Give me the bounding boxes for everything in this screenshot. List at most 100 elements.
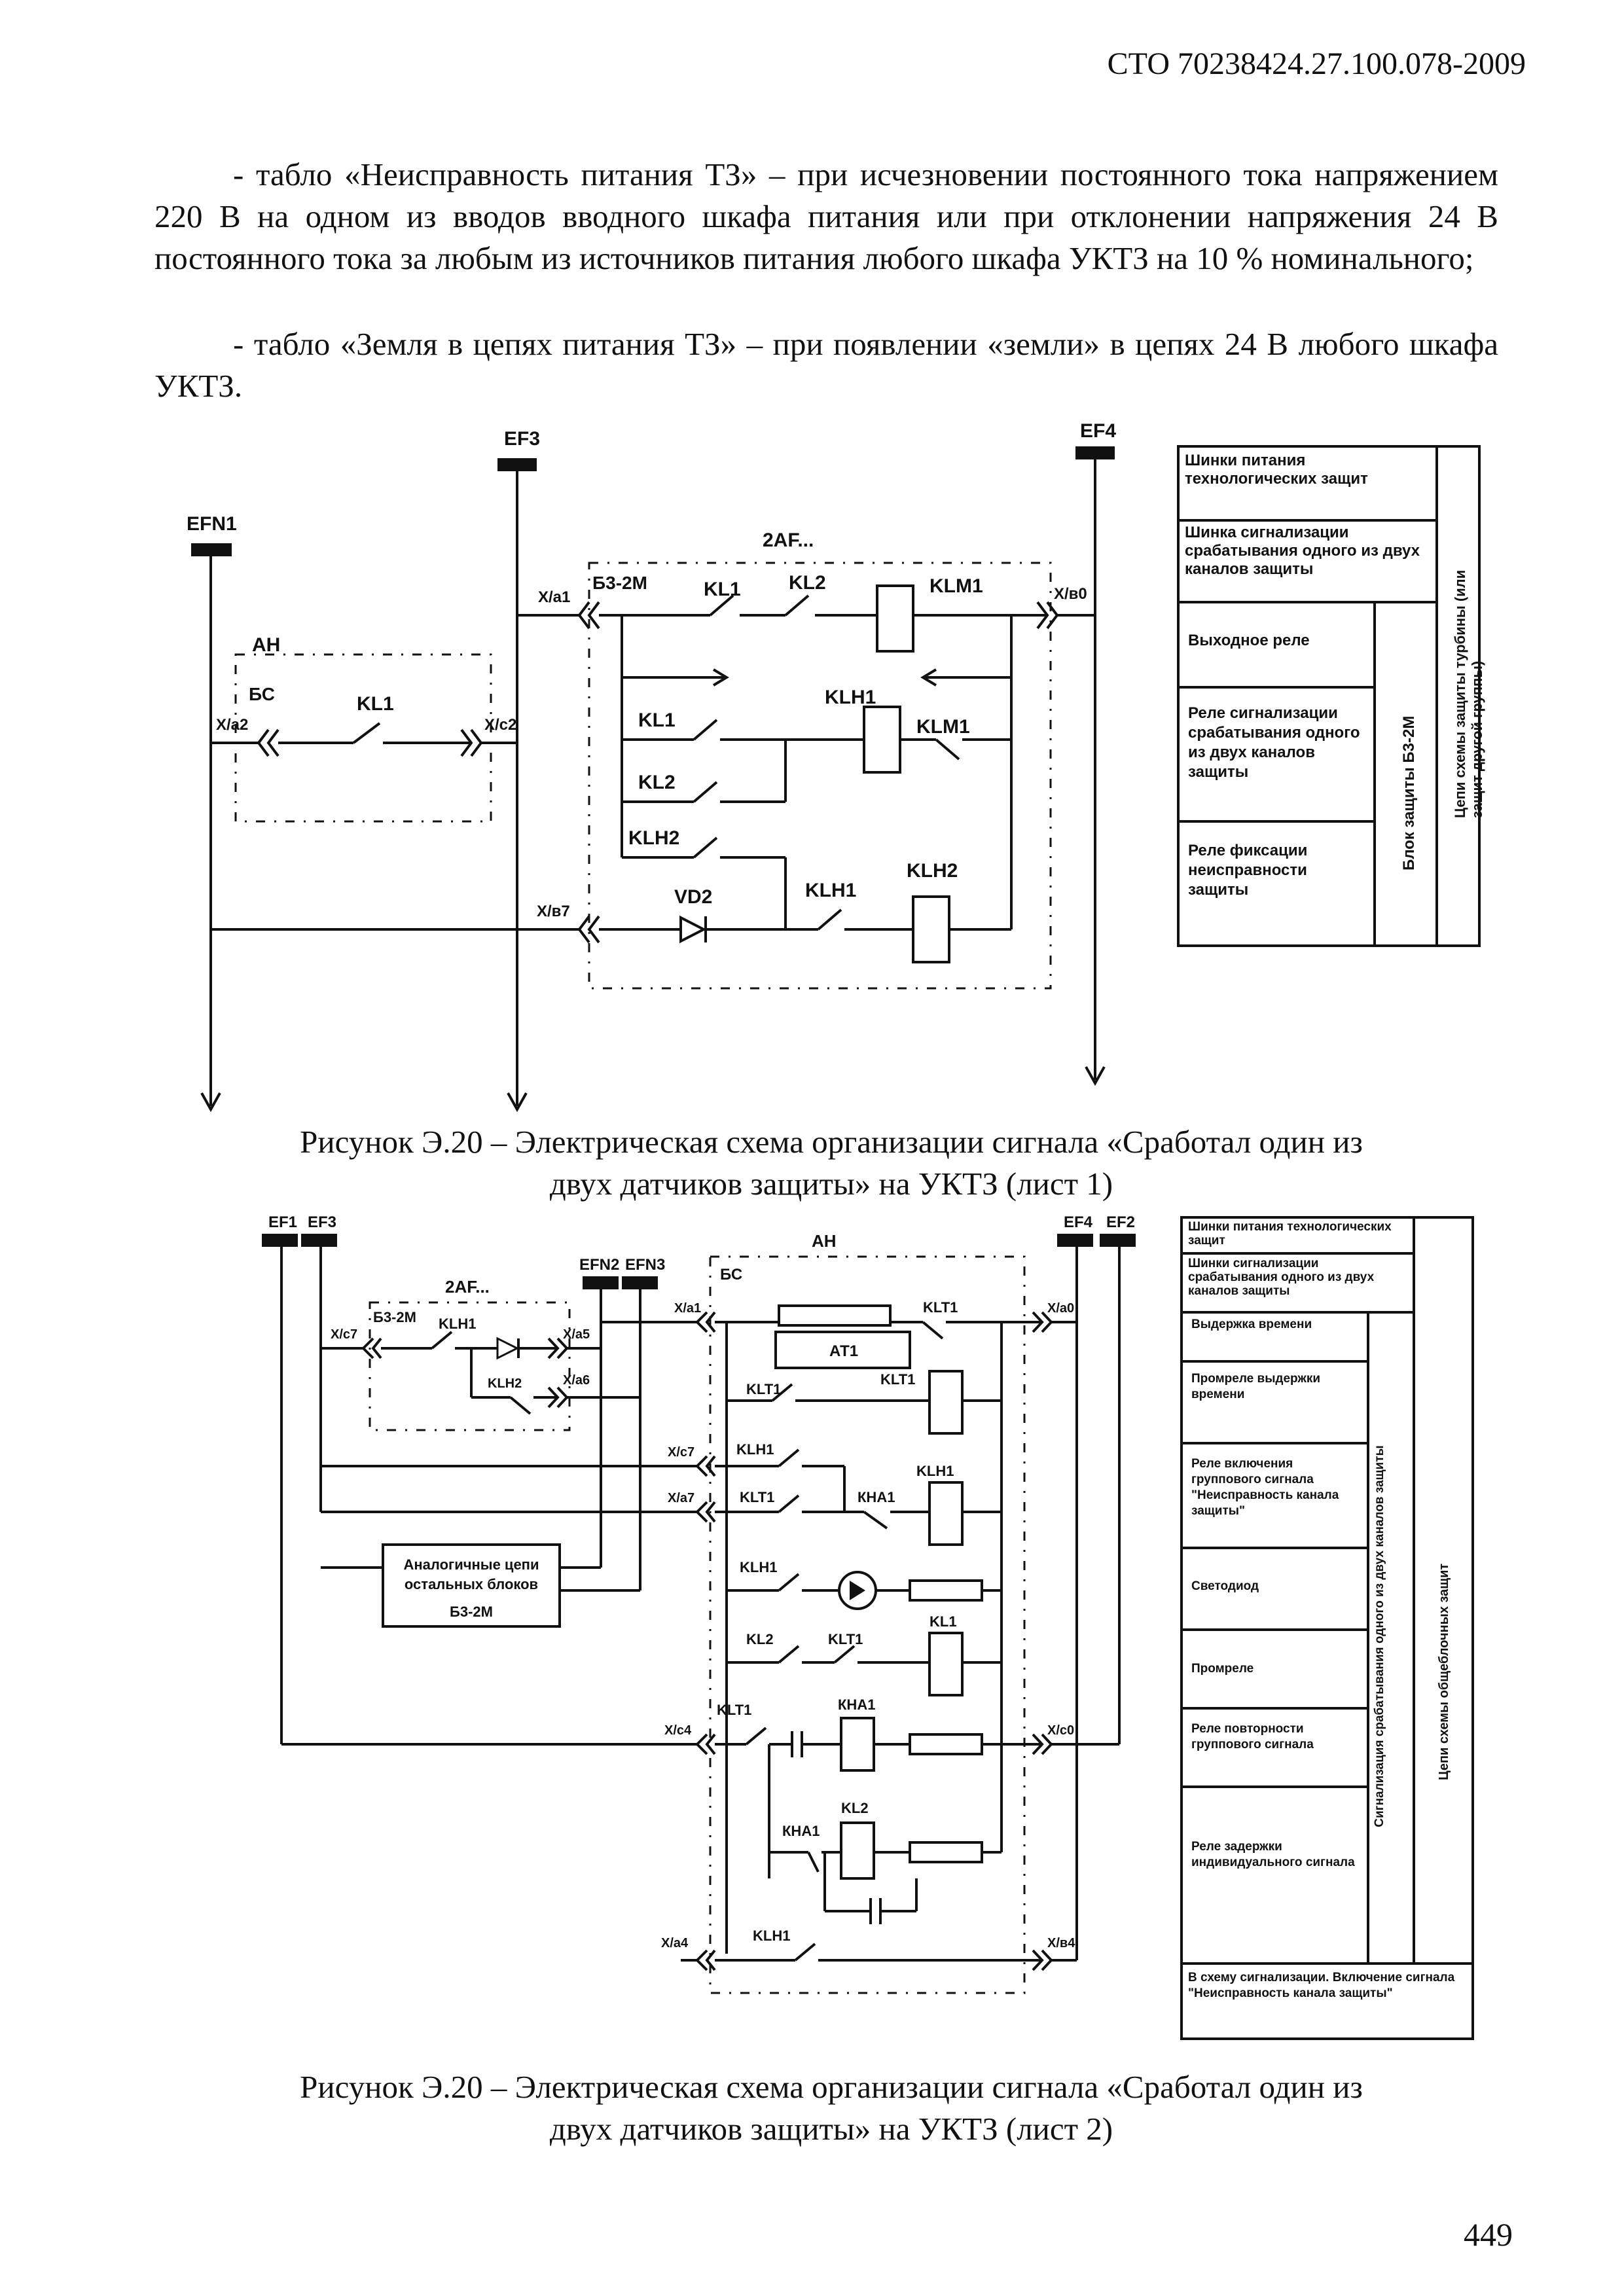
xa5-label: Х/а5 [563,1327,590,1342]
klt1-label-2b: KLT1 [746,1381,781,1397]
klh1-label-a: KLH1 [825,687,876,708]
xa1-label-2: Х/а1 [674,1301,701,1316]
bs-label-2: БС [720,1266,742,1283]
af-label: 2AF... [763,529,814,551]
xa2-label: Х/а2 [216,716,248,734]
kl1-label-b: KL1 [704,579,741,600]
xa1-label: Х/а1 [538,588,570,606]
kl2-label-a: KL2 [789,572,826,594]
kl1-label-c: KL1 [638,709,676,731]
figure-1-caption-line-1: Рисунок Э.20 – Электрическая схема орган… [300,1124,1363,1160]
klh2-label-2: KLH2 [488,1376,522,1391]
xc7-label-2: Х/с7 [668,1445,695,1460]
legend2-row-1: Шинки питания технологических защит [1188,1220,1392,1247]
legend2-col-2: Цепи схемы общеблочных защит [1437,1564,1451,1780]
paragraph-2: - табло «Земля в цепях питания ТЗ» – при… [154,323,1498,407]
paragraph-1: - табло «Неисправность питания ТЗ» – при… [154,154,1498,279]
xe7-label: Х/в7 [537,903,570,920]
xc7-label: Х/с7 [331,1327,357,1342]
legend1-row-1: Шинки питания технологических защит [1185,452,1368,488]
analog-line-1: Аналогичные цепи [404,1556,539,1573]
klh2-label-a: KLH2 [628,827,679,849]
ef3-label: EF3 [504,428,540,450]
legend2-row-9: Реле задержки индивидуального сигнала [1191,1840,1355,1869]
figure-1-caption-line-2: двух датчиков защиты» на УКТЗ (лист 1) [549,1166,1113,1202]
xa0-label-2: Х/а0 [1047,1301,1074,1316]
klt1-label-2f: KLT1 [717,1702,751,1718]
xa6-label: Х/а6 [563,1373,590,1388]
legend1-row-4: Реле сигнализации срабатывания одного из… [1188,704,1360,781]
legend1-col-1: Блок защиты Б3-2М [1400,716,1418,870]
ah-label-2: АН [812,1231,837,1251]
legend1-col-2: Цепи схемы защиты турбины (или защит дру… [1452,569,1485,818]
kl1-label-a: KL1 [357,693,394,715]
af-label-2: 2AF... [445,1277,490,1297]
klm1-label-b: KLM1 [916,716,970,738]
ef1-label: EF1 [268,1213,297,1231]
legend2-row-5: Реле включения группового сигнала "Неисп… [1191,1457,1339,1518]
figure-2-caption-line-2: двух датчиков защиты» на УКТЗ (лист 2) [549,2111,1113,2147]
legend2-row-6: Светодиод [1191,1579,1259,1593]
ef4-label-2: EF4 [1064,1213,1093,1231]
legend1-row-5: Реле фиксации неисправности защиты [1188,842,1308,899]
kl2-label-2a: KL2 [746,1631,774,1647]
analog-line-3: Б3-2М [450,1604,493,1620]
xc2-label: Х/с2 [484,716,516,734]
legend2-row-10: В схему сигнализации. Включение сигнала … [1188,1971,1455,2000]
paragraph-1-text: - табло «Неисправность питания ТЗ» – при… [154,156,1498,276]
legend1-row-2: Шинка сигнализации срабатывания одного и… [1185,524,1420,578]
kha1-label-2a: КНА1 [857,1489,895,1505]
kl2-label-b: KL2 [638,772,676,793]
kha1-label-2c: КНА1 [782,1823,820,1839]
kha1-label-2b: КНА1 [838,1696,875,1713]
page-number: 449 [1464,2216,1513,2253]
klh1-label-2b: KLH1 [736,1441,774,1458]
xc4-label: Х/с4 [664,1723,692,1738]
figure-2-caption-line-1: Рисунок Э.20 – Электрическая схема орган… [300,2069,1363,2105]
kl1-label-2: KL1 [929,1613,957,1630]
xa4-label: Х/а4 [661,1936,689,1950]
legend2-col-1: Сигнализация срабатывания одного из двух… [1373,1445,1386,1827]
legend2-row-4: Промреле выдержки времени [1191,1372,1321,1401]
efn2-label: EFN2 [579,1256,619,1274]
klt1-label-2c: KLT1 [880,1371,915,1388]
legend2-row-8: Реле повторности группового сигнала [1191,1722,1314,1751]
legend2-row-3: Выдержка времени [1191,1318,1312,1331]
ef2-label: EF2 [1106,1213,1135,1231]
klt1-label-2a: KLT1 [923,1299,958,1316]
klm1-label-a: KLM1 [929,575,983,597]
bz-label-2: Б3-2М [373,1309,416,1325]
efn3-label: EFN3 [625,1256,665,1274]
ah-label: АН [252,634,280,656]
klt1-label-2e: KLT1 [828,1631,863,1647]
ef3-label-2: EF3 [308,1213,336,1231]
legend2-row-2: Шинки сигнализации срабатывания одного и… [1188,1257,1375,1298]
analog-line-2: остальных блоков [405,1576,538,1592]
doc-code: СТО 70238424.27.100.078-2009 [1107,46,1526,81]
efn1-label: EFN1 [187,513,237,535]
klt1-label-2d: KLT1 [740,1489,774,1505]
figure-1-caption: Рисунок Э.20 – Электрическая схема орган… [131,1121,1532,1205]
legend1-row-3: Выходное реле [1188,632,1310,649]
at1-label: АТ1 [829,1342,858,1360]
bs-label: БС [249,684,275,704]
klh1-label-2e: KLH1 [753,1928,790,1944]
legend2-row-7: Промреле [1191,1662,1254,1676]
klh2-label-b: KLH2 [907,860,958,882]
paragraph-2-text: - табло «Земля в цепях питания ТЗ» – при… [154,326,1498,404]
kl2-label-2b: KL2 [841,1800,869,1816]
bz-label: Б3-2М [592,573,647,593]
figure-2-caption: Рисунок Э.20 – Электрическая схема орган… [131,2066,1532,2150]
xa0-label: Х/в0 [1054,585,1087,603]
klh1-label-2d: KLH1 [740,1559,777,1575]
klh1-label-b: KLH1 [805,880,856,901]
vd2-label: VD2 [674,886,712,908]
ef4-label: EF4 [1080,420,1116,442]
klh1-label-2a: KLH1 [439,1316,476,1332]
xb4-label: Х/в4 [1047,1936,1075,1950]
xa7-label: Х/а7 [668,1491,695,1505]
klh1-label-2c: KLH1 [916,1463,954,1479]
xc0-label: Х/с0 [1047,1723,1074,1738]
